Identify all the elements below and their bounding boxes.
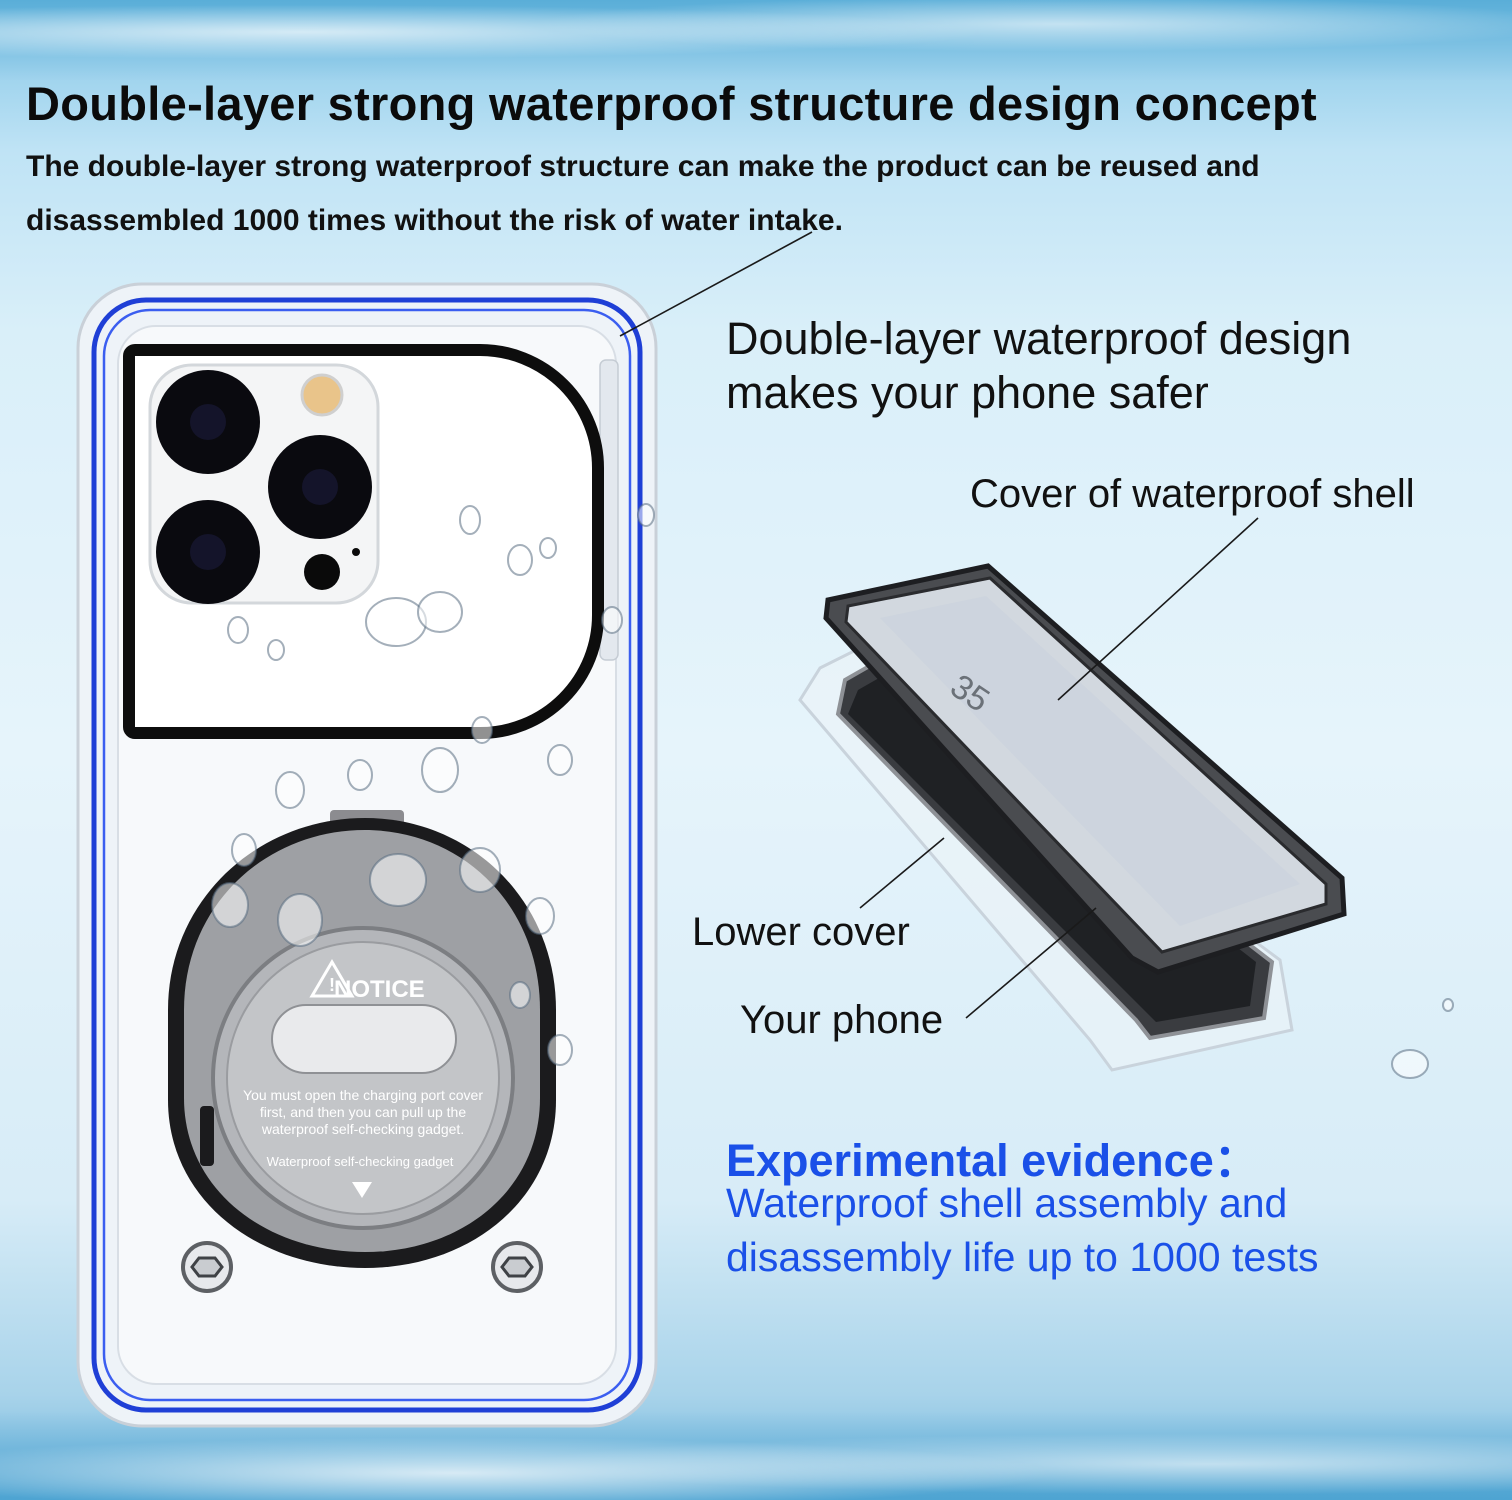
tagline: Double-layer waterproof design makes you… xyxy=(726,313,1352,418)
screw-icon xyxy=(181,1241,233,1293)
evidence-title: Experimental evidence： xyxy=(726,1135,1259,1186)
camera-window xyxy=(123,344,604,739)
subheadline: The double-layer strong waterproof struc… xyxy=(26,150,1260,237)
exploded-case-view: 35 xyxy=(798,563,1347,1072)
leader-lines xyxy=(619,231,1259,1019)
arrow-down-icon xyxy=(352,1182,372,1198)
svg-text:!: ! xyxy=(329,975,335,995)
notice-line: first, and then you can pull up the xyxy=(260,1104,466,1120)
callout-your-phone: Your phone xyxy=(740,998,944,1042)
callout-lower-cover: Lower cover xyxy=(692,910,910,954)
water-surface-top xyxy=(0,0,1512,80)
headline: Double-layer strong waterproof structure… xyxy=(26,77,1317,130)
lidar-sensor-icon xyxy=(304,554,340,590)
notice-line: waterproof self-checking gadget. xyxy=(261,1121,464,1137)
water-droplets xyxy=(211,503,1454,1079)
callout-cover: Cover of waterproof shell xyxy=(970,472,1415,516)
gadget-label: Waterproof self-checking gadget xyxy=(267,1154,454,1169)
notice-title: NOTICE xyxy=(334,976,425,1003)
warning-triangle-icon xyxy=(309,959,355,998)
self-check-disc: ! NOTICE You must open the charging port… xyxy=(168,810,556,1268)
evidence-body: Waterproof shell assembly and disassembl… xyxy=(726,1180,1319,1280)
flash-icon xyxy=(300,373,344,417)
screw-icon xyxy=(491,1241,543,1293)
notice-line: You must open the charging port cover xyxy=(243,1087,483,1103)
